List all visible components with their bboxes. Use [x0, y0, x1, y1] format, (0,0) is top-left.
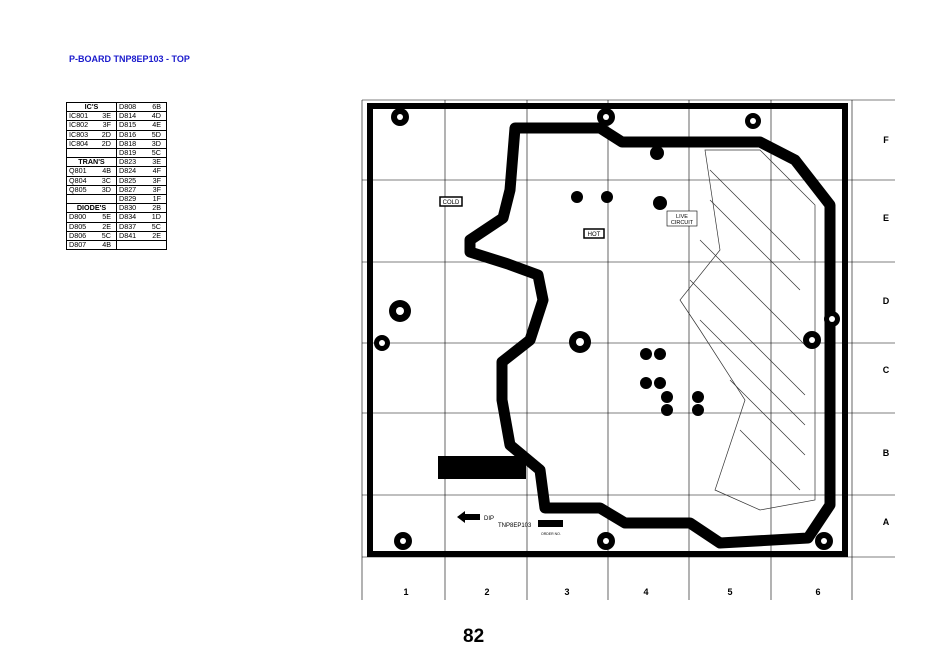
grid-location: 3D: [151, 138, 161, 148]
component-ref: D800: [69, 212, 87, 222]
component-ref: Q801: [69, 166, 87, 176]
component-ref: D818: [119, 138, 137, 148]
board-outline: [367, 103, 848, 557]
component-ref: D805: [69, 221, 87, 231]
component-ref: IC801: [69, 111, 89, 121]
live-hatched-area: [679, 149, 816, 511]
grid-row-label: D: [883, 296, 890, 306]
component-ref: D829: [119, 194, 137, 204]
order-no-label: ORDER NO.: [541, 532, 561, 536]
cold-label: COLD: [443, 200, 460, 206]
grid-location: 1F: [152, 194, 161, 204]
component-ref: D819: [119, 148, 137, 158]
grid-location: 6B: [152, 102, 161, 111]
component-ref: IC803: [69, 129, 89, 139]
grid-location: 4F: [152, 166, 161, 176]
grid-row-label: E: [883, 213, 889, 223]
grid-column-label: 2: [484, 587, 489, 597]
component-ref: D815: [119, 120, 137, 130]
grid-location: 3C: [101, 175, 111, 185]
hot-label: HOT: [588, 232, 601, 238]
component-ref: D830: [119, 203, 137, 213]
page-number: 82: [463, 626, 485, 647]
grid-location: 3F: [152, 175, 161, 185]
table-cell: [116, 240, 167, 251]
component-ref: D825: [119, 175, 137, 185]
grid-location: 1D: [151, 212, 161, 222]
circuit-label: CIRCUIT: [671, 220, 694, 226]
grid-row-label: B: [883, 448, 890, 458]
grid-location: 3E: [102, 111, 111, 121]
grid-location: 3F: [152, 184, 161, 194]
component-ref: D841: [119, 230, 137, 240]
board-part-number: TNP8EP103: [498, 523, 532, 529]
grid-column-label: 3: [564, 587, 569, 597]
dip-arrow-icon: [457, 511, 480, 523]
grid-location: 5C: [151, 221, 161, 231]
grid-location: 5C: [151, 148, 161, 158]
grid-location: 2D: [101, 129, 111, 139]
component-ref: D806: [69, 230, 87, 240]
component-ref: D837: [119, 221, 137, 231]
component-ref: D807: [69, 240, 87, 250]
component-ref: D814: [119, 111, 137, 121]
component-ref: Q804: [69, 175, 87, 185]
grid-location: 4D: [151, 111, 161, 121]
grid-location: 5D: [151, 129, 161, 139]
grid-location: 4B: [102, 240, 111, 250]
mounting-holes: [374, 108, 840, 550]
table-row: D807 4B: [66, 240, 167, 251]
component-ref: D827: [119, 184, 137, 194]
grid-location: 3E: [152, 157, 161, 167]
heatsink: [438, 456, 526, 479]
ground-trace: [464, 122, 836, 549]
component-ref: Q805: [69, 184, 87, 194]
grid-row-label: C: [883, 365, 890, 375]
grid-location: 5C: [101, 230, 111, 240]
grid-location: 5E: [102, 212, 111, 222]
grid-location: 3F: [102, 120, 111, 130]
grid-location: 2D: [101, 138, 111, 148]
component-ref: IC802: [69, 120, 89, 130]
component-ref: D834: [119, 212, 137, 222]
grid-column-label: 5: [727, 587, 732, 597]
grid-location: 4B: [102, 166, 111, 176]
grid-location: 4E: [152, 120, 161, 130]
grid-location: 2E: [152, 230, 161, 240]
page-title: P-BOARD TNP8EP103 - TOP: [69, 54, 190, 64]
grid-column-label: 4: [643, 587, 648, 597]
live-label: LIVE: [676, 214, 688, 220]
component-ref: D816: [119, 129, 137, 139]
grid-location: 2E: [102, 221, 111, 231]
component-ref: D824: [119, 166, 137, 176]
grid-column-label: 6: [815, 587, 820, 597]
grid-location: 2B: [152, 203, 161, 213]
grid-column-label: 1: [403, 587, 408, 597]
dip-label: DIP: [484, 516, 494, 522]
grid-row-label: F: [883, 135, 889, 145]
grid-location: 3D: [101, 184, 111, 194]
component-ref: D808: [119, 102, 137, 111]
component-ref: D823: [119, 157, 137, 167]
grid-row-label: A: [883, 517, 890, 527]
component-ref: IC804: [69, 138, 89, 148]
